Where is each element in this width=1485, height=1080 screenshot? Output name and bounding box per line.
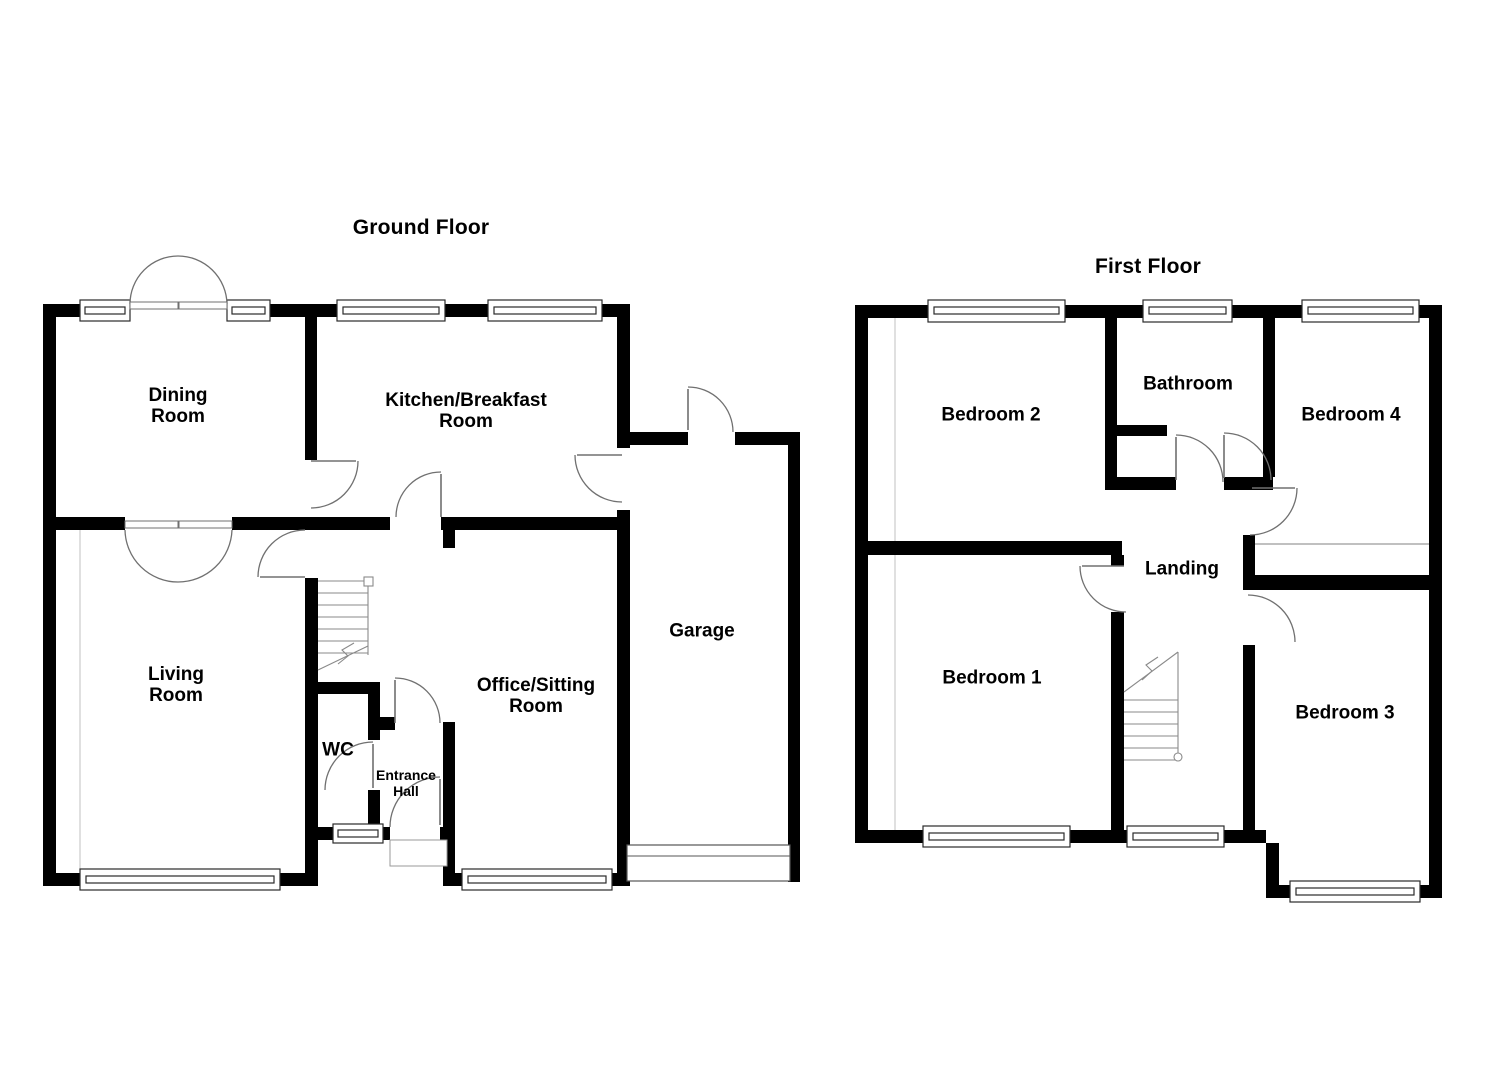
window-bathroom bbox=[1142, 299, 1233, 323]
door-panel bbox=[178, 301, 228, 310]
door-arc-front-door bbox=[389, 776, 441, 828]
door-arc-living-french-right bbox=[177, 529, 233, 583]
first-floor-title: First Floor bbox=[1094, 255, 1202, 278]
ground-floor-windows bbox=[79, 299, 613, 891]
staircase-first bbox=[1123, 651, 1183, 762]
room-label-bathroom: Bathroom bbox=[1143, 373, 1233, 395]
door-panel bbox=[178, 520, 233, 529]
door-arc-entrance-to-hall bbox=[394, 677, 441, 724]
door-arc-dining-to-kitchen bbox=[310, 460, 359, 509]
stair-direction-arrow bbox=[1141, 656, 1159, 681]
stair-break-line bbox=[317, 645, 369, 671]
window-office bbox=[461, 868, 613, 891]
staircase-ground bbox=[317, 576, 374, 671]
room-label-bedroom-2: Bedroom 2 bbox=[941, 404, 1041, 426]
door-arc-cupboard bbox=[1223, 432, 1272, 481]
ground-floor-door-arcs bbox=[124, 255, 734, 828]
door-arc-kitchen-to-garage bbox=[574, 454, 623, 503]
door-arc-bathroom bbox=[1175, 434, 1224, 483]
room-label-bedroom-1: Bedroom 1 bbox=[942, 667, 1042, 689]
first-floor-windows bbox=[922, 299, 1421, 903]
door-panel bbox=[129, 301, 179, 310]
door-arc-kitchen-to-hall bbox=[395, 471, 442, 518]
room-label-kitchen-breakfast-room: Kitchen/Breakfast Room bbox=[385, 390, 547, 432]
first-floor-walls bbox=[855, 305, 1442, 898]
door-arc-bedroom-1 bbox=[1079, 565, 1127, 613]
room-label-garage: Garage bbox=[669, 620, 735, 642]
window-stairwell bbox=[1126, 825, 1225, 848]
room-label-living-room: Living Room bbox=[148, 664, 204, 706]
door-arc-dining-french-right bbox=[177, 255, 228, 305]
window-kitchen-right bbox=[487, 299, 603, 322]
first-floor-plan bbox=[855, 299, 1442, 903]
window-bedroom-1 bbox=[922, 825, 1071, 848]
ground-floor-title: Ground Floor bbox=[352, 216, 490, 239]
garage-door bbox=[626, 844, 791, 882]
door-arc-dining-french-left bbox=[129, 255, 179, 305]
front-door-step bbox=[389, 839, 448, 867]
stair-newel bbox=[1173, 752, 1183, 762]
door-arc-living-french-left bbox=[124, 529, 179, 583]
window-bedroom-2 bbox=[927, 299, 1066, 323]
window-bedroom-3 bbox=[1289, 880, 1421, 903]
room-label-landing: Landing bbox=[1145, 558, 1219, 580]
room-label-dining-room: Dining Room bbox=[148, 385, 208, 427]
door-arc-living-room-door bbox=[257, 529, 306, 578]
ground-floor-plan bbox=[43, 255, 800, 891]
room-label-wc: WC bbox=[322, 739, 354, 761]
window-bedroom-4 bbox=[1301, 299, 1420, 323]
door-panel bbox=[124, 520, 179, 529]
ground-floor-door-leaves bbox=[260, 389, 689, 825]
first-floor-door-arcs bbox=[1079, 432, 1298, 643]
room-label-bedroom-3: Bedroom 3 bbox=[1295, 702, 1395, 724]
stair-direction-arrow bbox=[337, 642, 355, 665]
window-living-room bbox=[79, 868, 281, 891]
stair-newel bbox=[363, 576, 374, 587]
window-dining-right bbox=[226, 299, 271, 322]
room-label-entrance-hall: Entrance Hall bbox=[376, 766, 436, 799]
door-arc-bedroom-3 bbox=[1247, 594, 1296, 643]
door-arc-wc-door bbox=[324, 741, 374, 791]
door-arc-garage-side-door bbox=[687, 386, 734, 433]
french-door-panels bbox=[124, 301, 233, 529]
window-kitchen-left bbox=[336, 299, 446, 322]
window-dining-left bbox=[79, 299, 131, 322]
window-wc bbox=[332, 823, 384, 844]
door-arc-bedroom-4 bbox=[1249, 487, 1298, 536]
room-label-office-sitting-room: Office/Sitting Room bbox=[476, 675, 596, 717]
room-label-bedroom-4: Bedroom 4 bbox=[1301, 404, 1401, 426]
first-floor-door-leaves bbox=[1082, 435, 1295, 567]
